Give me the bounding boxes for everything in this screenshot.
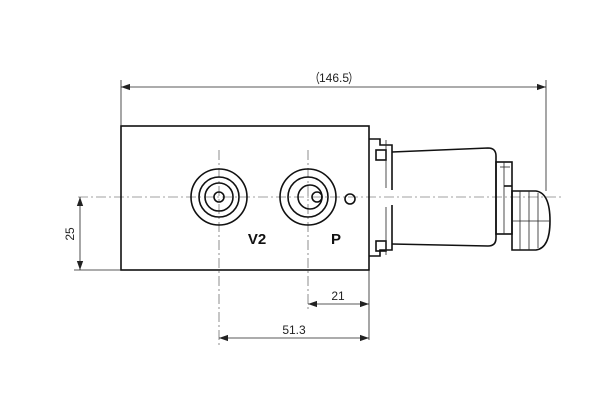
port-v2-label: V2: [248, 231, 266, 248]
dimension-overall-length-text: 146.5: [319, 71, 349, 85]
solenoid-assembly: [369, 138, 551, 257]
dimension-port-p-offset-text: 21: [331, 289, 345, 303]
port-p-label: P: [331, 231, 341, 248]
dimension-port-p-offset: 21: [308, 270, 370, 340]
dimension-port-v2-offset: 51.3: [219, 323, 369, 342]
port-p: [279, 168, 337, 226]
centerlines: [78, 150, 562, 345]
dimension-height: 25: [63, 197, 121, 271]
dimension-port-v2-offset-text: 51.3: [282, 323, 306, 337]
dimension-height-text: 25: [63, 227, 77, 241]
pilot-hole: [344, 193, 356, 205]
valve-body: [120, 125, 370, 271]
dimension-overall-length: 146.5: [120, 71, 547, 191]
port-v2: [190, 168, 248, 226]
